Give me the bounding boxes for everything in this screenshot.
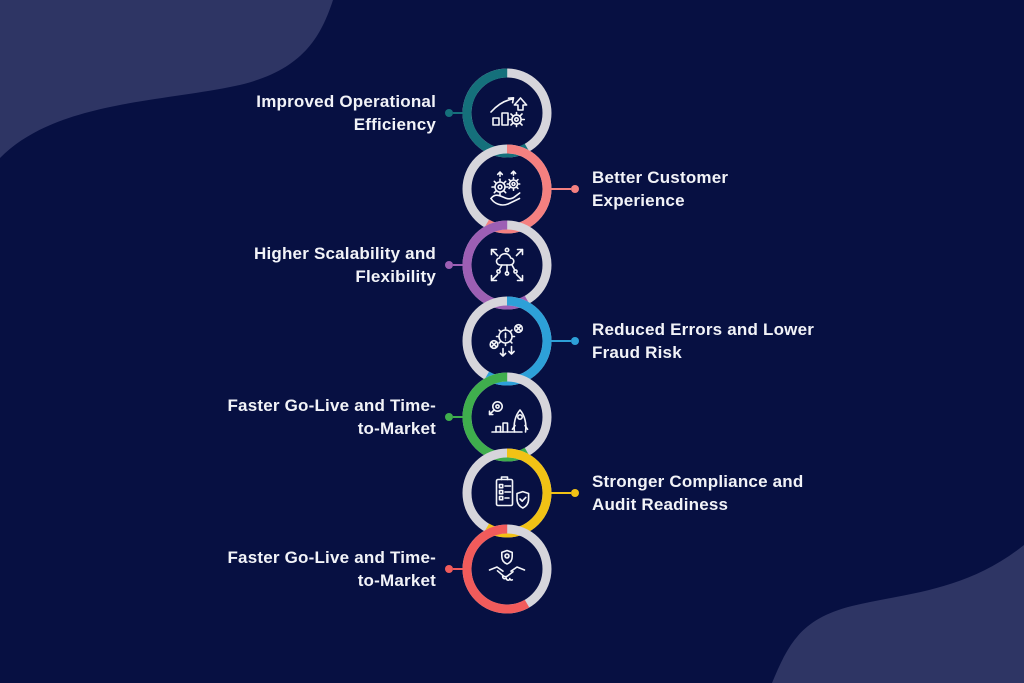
hand-gears-icon	[490, 170, 521, 206]
connector	[551, 337, 579, 345]
background-blob-top-left	[0, 0, 333, 158]
checklist-shield-icon	[495, 476, 530, 509]
benefit-label-line: Audit Readiness	[592, 495, 729, 514]
benefit-label: Faster Go-Live and Time- to-Market	[227, 546, 436, 592]
handshake-shield-icon	[488, 549, 526, 581]
benefit-label-line: Flexibility	[355, 267, 436, 286]
connector-dot	[571, 185, 579, 193]
benefit-label-line: to-Market	[357, 419, 436, 438]
connector	[551, 489, 579, 497]
benefit-item: Improved Operational Efficiency	[0, 65, 1024, 161]
connector-dot	[571, 489, 579, 497]
benefit-label-line: Higher Scalability and	[253, 244, 436, 263]
connector-line	[551, 339, 571, 343]
benefit-item: Reduced Errors and Lower Fraud Risk	[0, 293, 1024, 389]
network-expand-icon	[490, 247, 524, 282]
connector-line	[453, 567, 463, 571]
benefit-ring	[459, 521, 555, 617]
benefit-label-line: Improved Operational	[256, 92, 436, 111]
growth-gear-icon	[490, 97, 528, 128]
benefit-label-line: Experience	[592, 191, 685, 210]
benefit-label-line: Efficiency	[353, 115, 436, 134]
benefit-label: Higher Scalability and Flexibility	[254, 242, 436, 288]
benefit-label-line: to-Market	[357, 571, 436, 590]
benefit-label-line: Better Customer	[592, 168, 729, 187]
benefit-label: Stronger Compliance and Audit Readiness	[592, 470, 803, 516]
benefit-label-line: Faster Go-Live and Time-	[227, 548, 436, 567]
connector-dot	[571, 337, 579, 345]
benefit-ring	[459, 65, 555, 161]
connector	[445, 261, 463, 269]
benefit-label-line: Stronger Compliance and	[592, 472, 804, 491]
benefit-label-line: Fraud Risk	[592, 343, 682, 362]
connector-dot	[445, 261, 453, 269]
connector	[445, 413, 463, 421]
connector	[445, 109, 463, 117]
connector-line	[551, 187, 571, 191]
connector-dot	[445, 413, 453, 421]
benefit-label: Faster Go-Live and Time- to-Market	[227, 394, 436, 440]
connector	[551, 185, 579, 193]
rocket-launch-icon	[488, 401, 529, 433]
connector-line	[551, 491, 571, 495]
error-reduction-icon	[489, 323, 524, 357]
connector-dot	[445, 109, 453, 117]
connector-dot	[445, 565, 453, 573]
connector	[445, 565, 463, 573]
background-blob-bottom-right	[772, 545, 1024, 683]
benefit-label: Better Customer Experience	[592, 166, 728, 212]
benefit-label: Improved Operational Efficiency	[256, 90, 436, 136]
benefit-item: Faster Go-Live and Time- to-Market	[0, 521, 1024, 617]
benefit-label: Reduced Errors and Lower Fraud Risk	[592, 318, 814, 364]
connector-line	[453, 415, 463, 419]
benefit-item: Faster Go-Live and Time- to-Market	[0, 369, 1024, 465]
connector-line	[453, 263, 463, 267]
benefit-label-line: Faster Go-Live and Time-	[227, 396, 436, 415]
connector-line	[453, 111, 463, 115]
benefit-label-line: Reduced Errors and Lower	[592, 320, 815, 339]
